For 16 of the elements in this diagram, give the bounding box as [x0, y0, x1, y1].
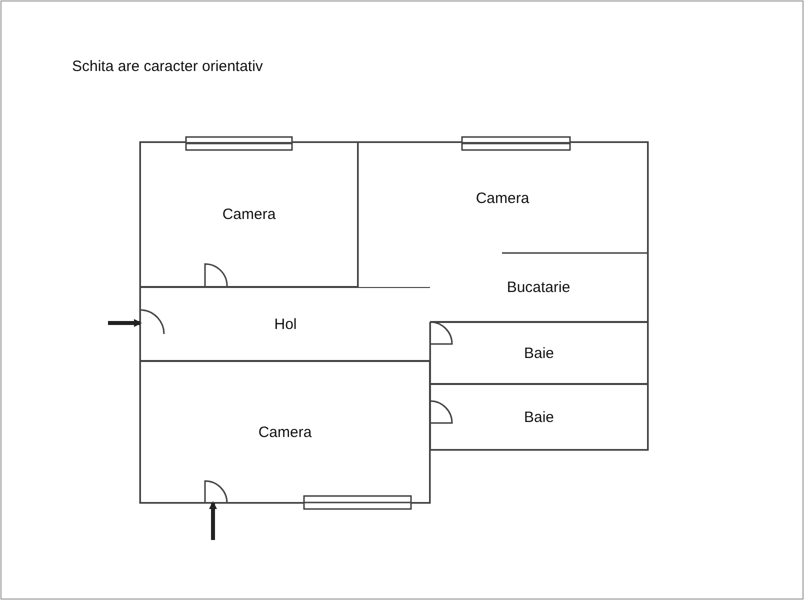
room-area — [430, 384, 648, 450]
room-area — [140, 287, 430, 361]
room-label: Camera — [222, 206, 276, 223]
room-area — [430, 322, 648, 384]
room-area — [358, 142, 648, 253]
room-label: Hol — [274, 316, 297, 332]
room-label: Baie — [524, 344, 554, 362]
room-label: Camera — [258, 424, 312, 440]
entrance-arrow — [108, 319, 142, 327]
room-label: Bucatarie — [506, 278, 570, 296]
note-text: Schita are caracter orientativ — [72, 58, 263, 75]
room-area — [430, 253, 648, 322]
room-label: Camera — [476, 190, 530, 206]
room-label: Baie — [524, 408, 554, 426]
entrance-arrow — [209, 501, 217, 540]
room-area — [140, 361, 430, 503]
